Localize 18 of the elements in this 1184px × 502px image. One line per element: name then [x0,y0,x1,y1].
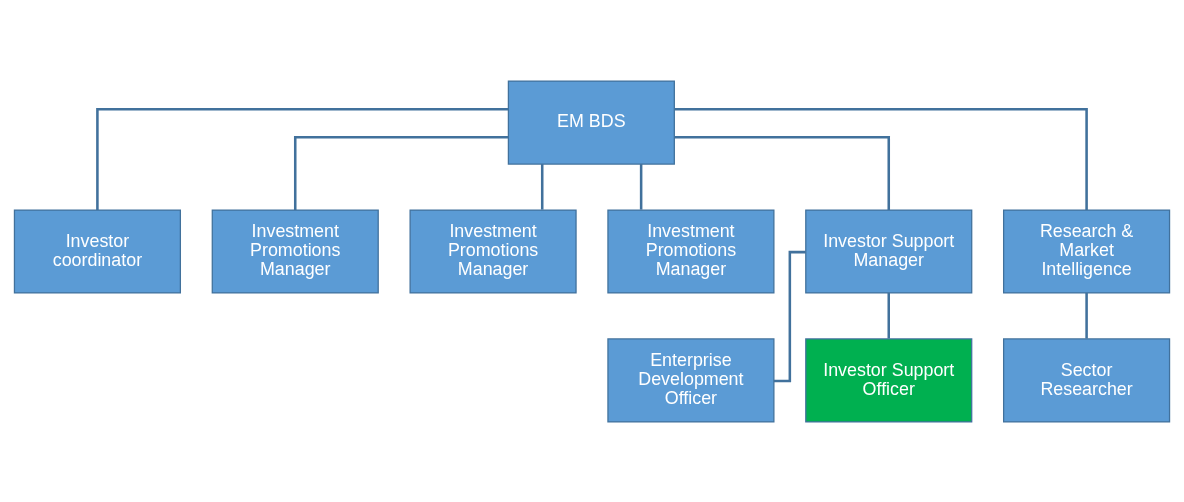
node-box: Investor Support Manager [805,208,973,294]
connector [540,163,544,210]
node-box: Research & Market Intelligence [1003,208,1171,294]
connector [293,135,509,210]
connector [96,107,509,210]
node-box: EM BDS [507,79,675,165]
node-box: Investment Promotions Manager [211,208,379,294]
node-box: Investment Promotions Manager [409,208,577,294]
connector [639,163,643,210]
node-box: Investment Promotions Manager [607,208,775,294]
node-box: Investor coordinator [13,208,181,294]
connector [674,135,891,210]
node-box: Enterprise Development Officer [607,337,775,423]
connector [674,107,1088,210]
connector [1085,292,1088,339]
node-box: Sector Researcher [1003,337,1171,423]
connector [887,292,891,339]
node-box: Investor Support Officer [805,337,973,423]
